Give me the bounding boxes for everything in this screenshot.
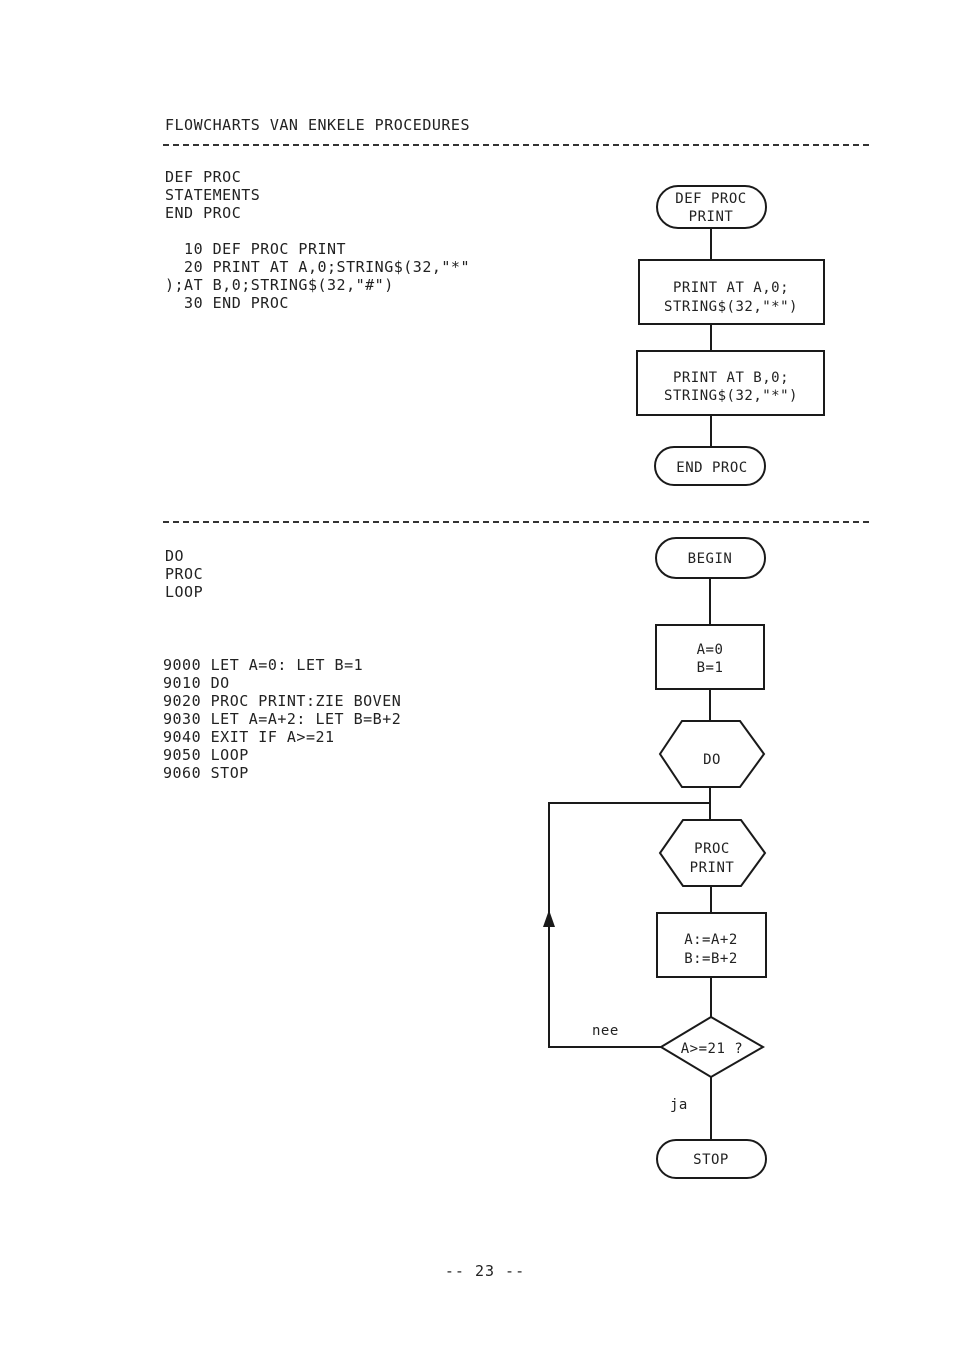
proc-hexagon: [658, 819, 767, 887]
print-a-label: STRING$(32,"*"): [664, 299, 798, 315]
code-line: 10 DEF PROC PRINT: [165, 240, 347, 258]
stop-label: STOP: [693, 1152, 729, 1168]
start-terminal: [656, 185, 767, 229]
code-line: 30 END PROC: [165, 294, 289, 312]
code-line: 9040 EXIT IF A>=21: [163, 728, 335, 746]
code-line: 9050 LOOP: [163, 746, 249, 764]
flowchart-procedure: DEF PROC PRINT PRINT AT A,0; STRING$(32,…: [636, 185, 825, 486]
syntax-line: STATEMENTS: [165, 186, 261, 204]
decision-label: A>=21 ?: [681, 1041, 744, 1057]
begin-label: BEGIN: [688, 551, 733, 567]
code-line: 9020 PROC PRINT:ZIE BOVEN: [163, 692, 402, 710]
end-label: END PROC: [676, 460, 747, 476]
do-hexagon: [658, 720, 766, 788]
code-line: 9010 DO: [163, 674, 230, 692]
code-line: 9030 LET A=A+2: LET B=B+2: [163, 710, 402, 728]
update-box: [656, 912, 767, 978]
init-label: B=1: [697, 660, 724, 676]
update-label: B:=B+2: [684, 951, 738, 967]
code-line: 20 PRINT AT A,0;STRING$(32,"*": [165, 258, 470, 276]
proc-label: PRINT: [690, 860, 735, 876]
start-label: PRINT: [689, 209, 734, 225]
decision-diamond: [659, 1015, 766, 1079]
init-box: [655, 624, 765, 690]
update-label: A:=A+2: [684, 932, 738, 948]
print-b-box: [636, 350, 825, 416]
end-terminal: [654, 446, 766, 486]
stop-terminal: [656, 1139, 767, 1179]
begin-terminal: [655, 537, 766, 579]
syntax-line: DEF PROC: [165, 168, 242, 186]
no-branch-label: nee: [592, 1023, 619, 1039]
code-line: 9060 STOP: [163, 764, 249, 782]
section-divider: [163, 521, 869, 523]
syntax-line: END PROC: [165, 204, 242, 222]
code-line: 9000 LET A=0: LET B=1: [163, 656, 364, 674]
loop-arrow-icon: [543, 910, 555, 927]
print-a-label: PRINT AT A,0;: [673, 280, 789, 296]
yes-branch-label: ja: [670, 1097, 688, 1113]
heading-rule: [163, 144, 869, 146]
proc-label: PROC: [694, 841, 730, 857]
start-label: DEF PROC: [675, 191, 746, 207]
syntax-line: PROC: [165, 565, 204, 583]
page-number: -- 23 --: [444, 1262, 526, 1280]
print-b-label: PRINT AT B,0;: [673, 370, 789, 386]
print-b-label: STRING$(32,"*"): [664, 388, 798, 404]
page-heading: FLOWCHARTS VAN ENKELE PROCEDURES: [165, 116, 470, 134]
init-label: A=0: [697, 642, 724, 658]
syntax-line: LOOP: [165, 583, 204, 601]
syntax-line: DO: [165, 547, 185, 565]
print-a-box: [638, 259, 825, 325]
flowchart-loop: BEGIN A=0 B=1 DO PROC PRINT A:=A+2 B:=B+…: [543, 537, 767, 1179]
code-line: );AT B,0;STRING$(32,"#"): [165, 276, 394, 294]
do-label: DO: [703, 752, 721, 768]
